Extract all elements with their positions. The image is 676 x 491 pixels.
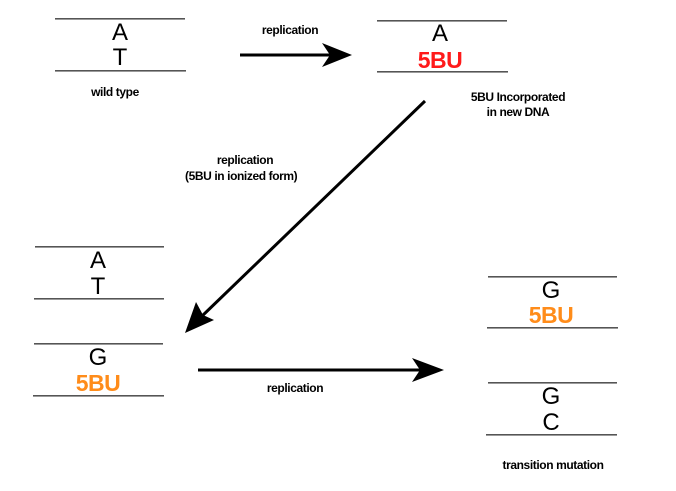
base-bottom: C (542, 409, 560, 436)
base-bottom-5bu: 5BU (528, 302, 574, 328)
arrow-right-icon (198, 358, 444, 382)
incorporated-caption-line2: in new DNA (486, 105, 550, 119)
base-top: A (431, 20, 448, 47)
strand-line (486, 434, 617, 436)
base-top: G (88, 344, 108, 371)
wild-type-caption: wild type (91, 85, 139, 99)
strand-line (33, 395, 164, 397)
strand-line (55, 70, 186, 72)
strand-line (55, 18, 185, 20)
strand-line (34, 298, 164, 300)
strand-line (377, 71, 508, 73)
strand-line (487, 327, 618, 329)
strand-line (35, 246, 164, 248)
arrow-right-icon (240, 43, 352, 67)
base-top: A (89, 247, 106, 274)
strand-line (488, 382, 617, 384)
strand-line (377, 20, 507, 22)
replication-label-bottom: replication (266, 381, 324, 395)
strand-line (488, 276, 617, 278)
base-top: G (541, 383, 561, 410)
transition-mutation-caption: transition mutation (502, 458, 604, 472)
replication-label-top: replication (261, 23, 319, 37)
replication-label-diagonal-line1: replication (216, 153, 274, 167)
base-top: G (541, 277, 561, 304)
strand-line (34, 343, 163, 345)
incorporated-caption-line1: 5BU Incorporated (470, 90, 566, 104)
base-bottom-5bu: 5BU (75, 370, 121, 396)
base-bottom: T (90, 273, 106, 300)
base-top: A (111, 19, 128, 46)
base-bottom-5bu: 5BU (417, 47, 463, 73)
replication-label-diagonal-line2: (5BU in ionized form) (185, 169, 298, 183)
base-bottom: T (112, 44, 128, 71)
arrow-down-left-icon (185, 99, 427, 333)
